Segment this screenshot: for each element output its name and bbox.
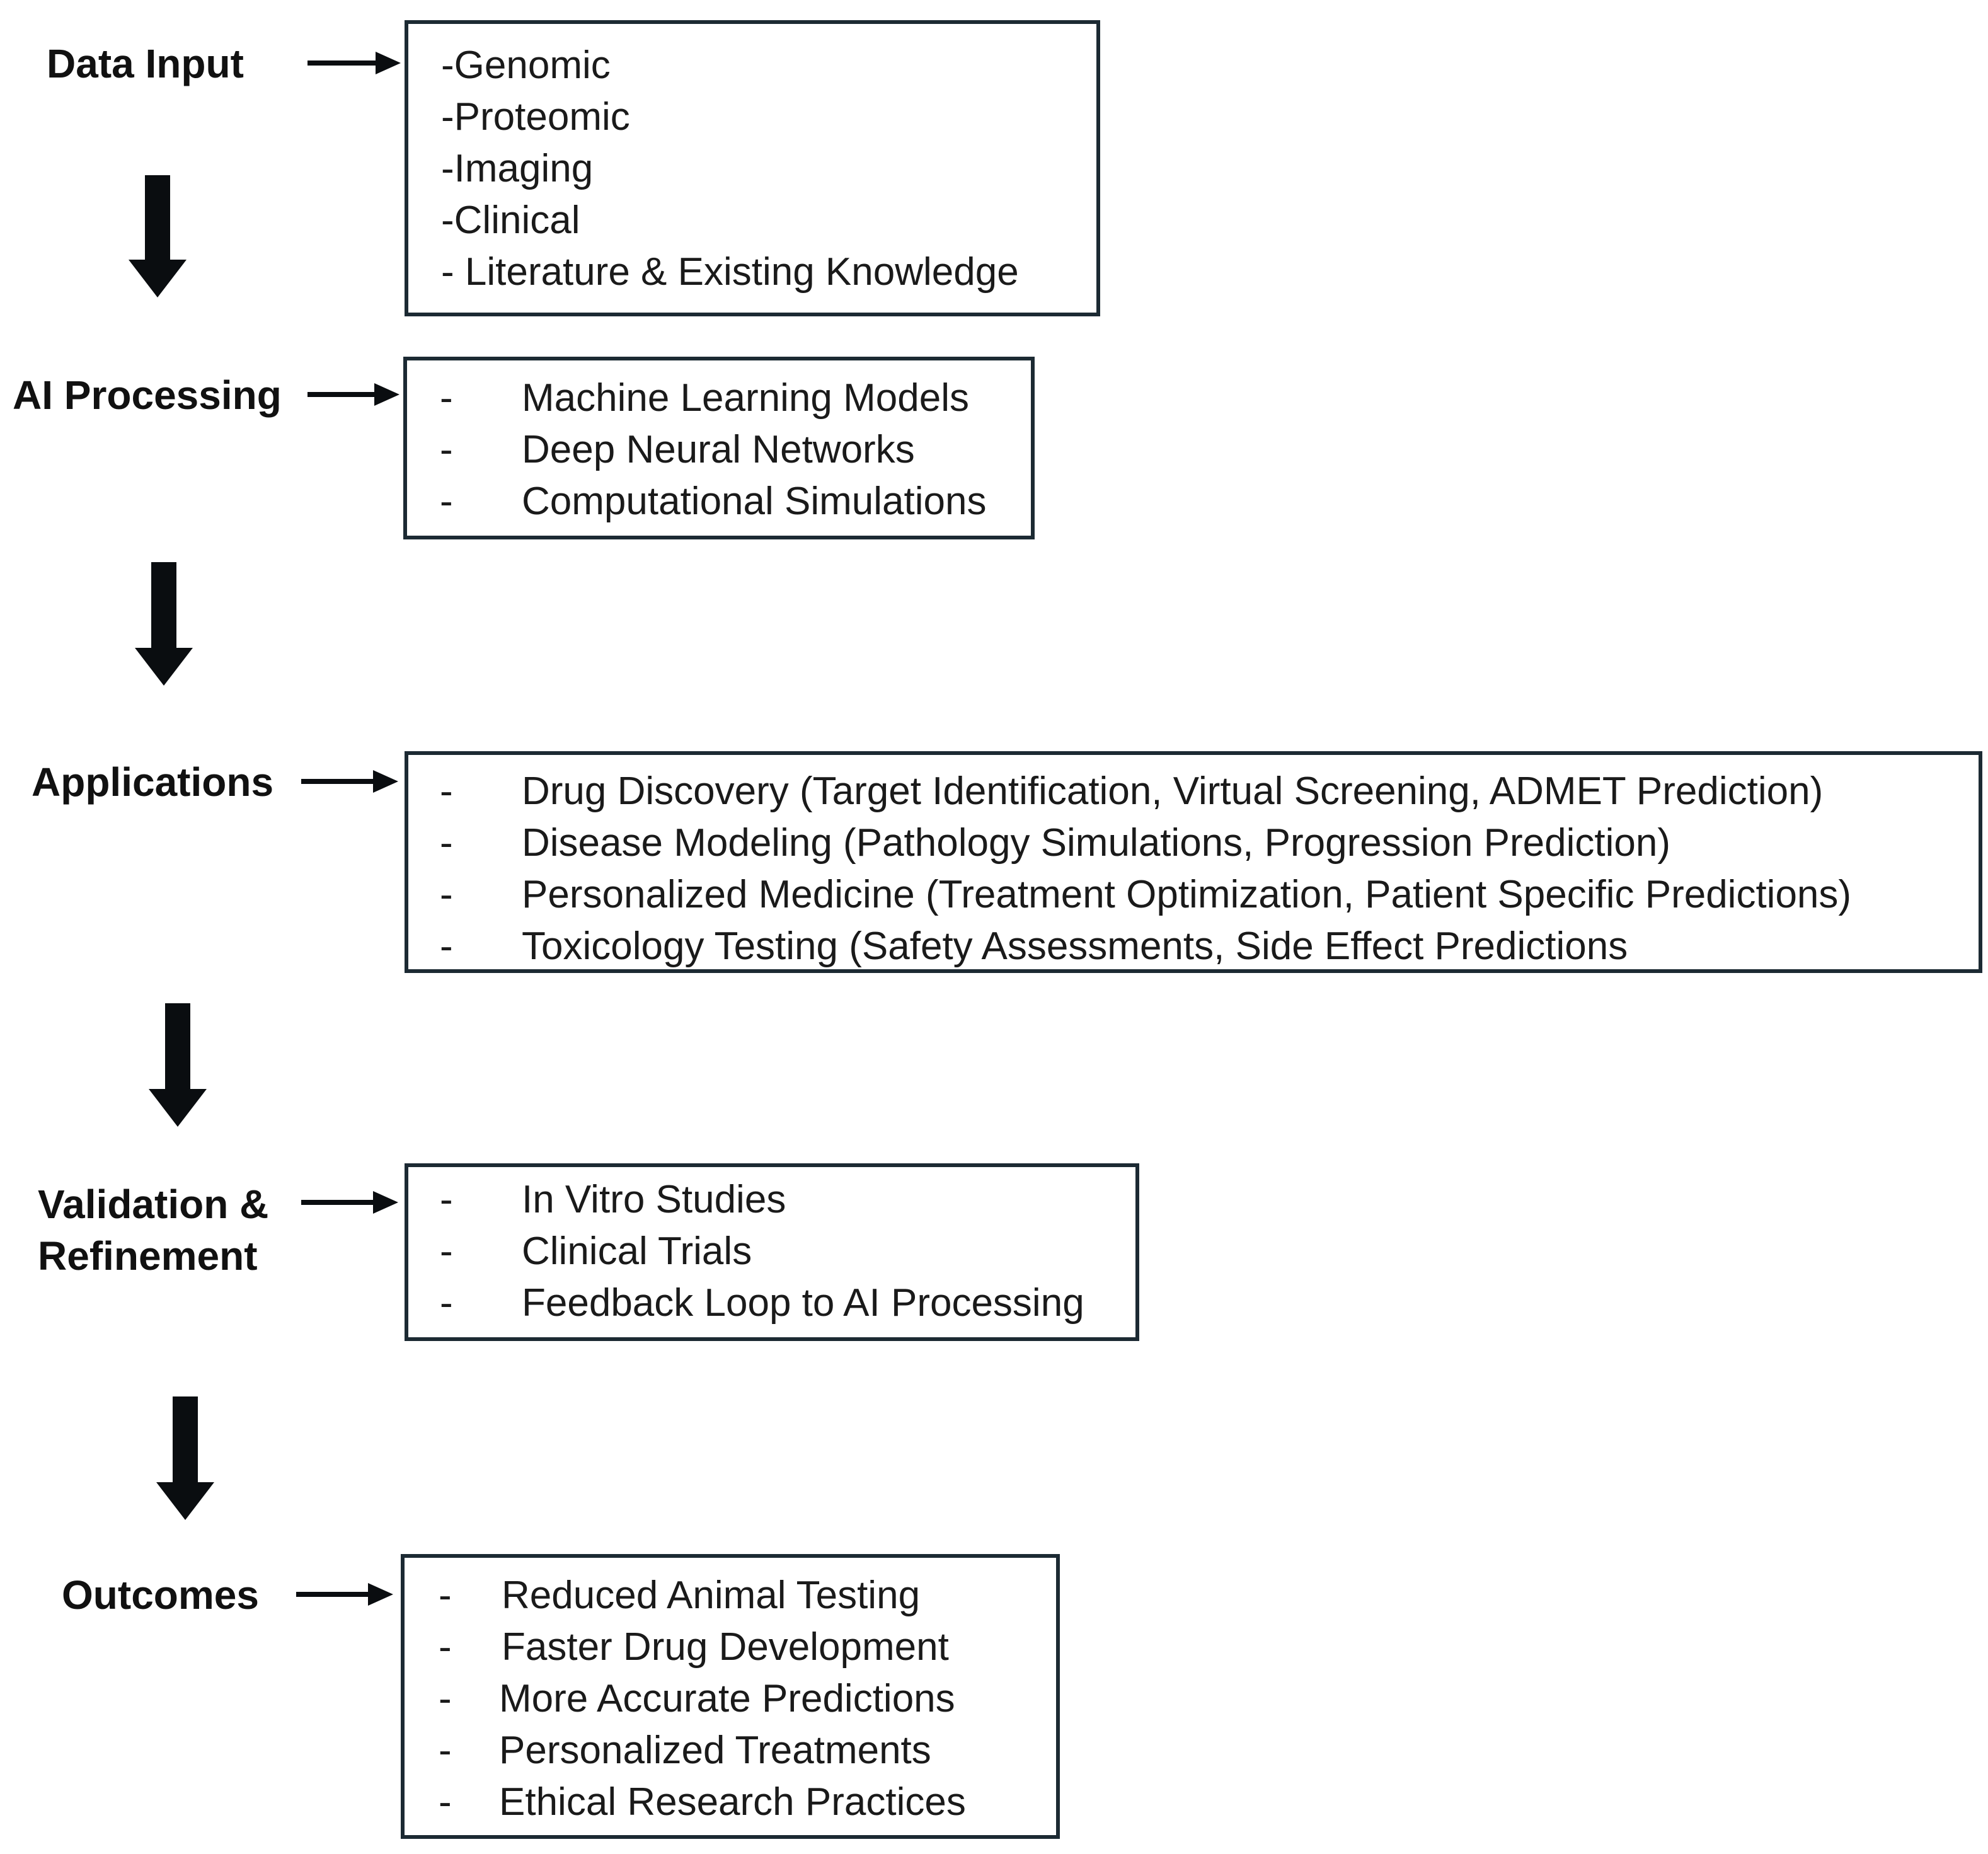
list-item: - More Accurate Predictions [439, 1677, 955, 1720]
list-item: - Clinical Trials [440, 1229, 752, 1273]
stage-label-validation-refinement: Validation & Refinement [38, 1182, 269, 1279]
list-item: - Feedback Loop to AI Processing [440, 1281, 1084, 1325]
horizontal-arrow-outcomes [296, 1583, 393, 1606]
stage-label-applications: Applications [32, 759, 274, 805]
list-item: - Drug Discovery (Target Identification,… [440, 769, 1824, 813]
down-arrow-1 [129, 175, 187, 297]
stage-box-outcomes: - Reduced Animal Testing - Faster Drug D… [401, 1554, 1060, 1839]
stage-label-data-input: Data Input [47, 41, 244, 86]
list-item: - Personalized Treatments [439, 1729, 931, 1772]
stage-box-applications: - Drug Discovery (Target Identification,… [405, 751, 1982, 973]
list-item: - Computational Simulations [440, 480, 987, 523]
horizontal-arrow-data-input [307, 52, 401, 74]
list-item: - Toxicology Testing (Safety Assessments… [440, 924, 1628, 968]
list-item: - Machine Learning Models [440, 376, 969, 420]
list-item: - Literature & Existing Knowledge [441, 250, 1019, 294]
list-item: - Deep Neural Networks [440, 428, 915, 471]
stage-box-validation-refinement: - In Vitro Studies - Clinical Trials - F… [405, 1163, 1139, 1341]
list-item: -Imaging [441, 147, 594, 190]
down-arrow-3 [149, 1003, 207, 1127]
stage-label-outcomes: Outcomes [62, 1572, 259, 1618]
stage-label-ai-processing: AI Processing [13, 372, 282, 418]
list-item: - Ethical Research Practices [439, 1780, 966, 1824]
horizontal-arrow-ai-processing [307, 383, 399, 406]
horizontal-arrow-validation [301, 1191, 398, 1214]
list-item: - Reduced Animal Testing [439, 1574, 921, 1617]
down-arrow-2 [135, 562, 193, 686]
stage-box-data-input: -Genomic -Proteomic -Imaging -Clinical -… [405, 20, 1100, 316]
list-item: -Proteomic [441, 95, 630, 139]
list-item: - Faster Drug Development [439, 1625, 949, 1669]
list-item: - Personalized Medicine (Treatment Optim… [440, 873, 1852, 916]
list-item: -Clinical [441, 199, 580, 242]
down-arrow-4 [156, 1396, 214, 1520]
horizontal-arrow-applications [301, 770, 398, 793]
list-item: - Disease Modeling (Pathology Simulation… [440, 821, 1671, 865]
stage-box-ai-processing: - Machine Learning Models - Deep Neural … [403, 357, 1035, 539]
list-item: -Genomic [441, 43, 611, 87]
list-item: - In Vitro Studies [440, 1178, 786, 1221]
